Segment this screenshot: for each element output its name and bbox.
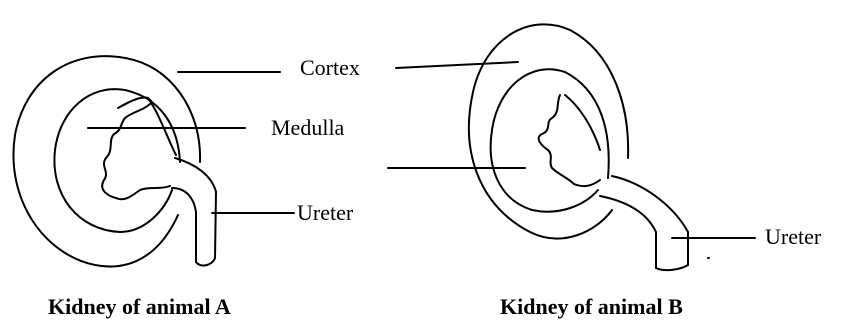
kidney-a-pelvis-squiggle: [102, 98, 170, 199]
ureter-label-b: Ureter: [765, 226, 821, 248]
kidney-a-ureter-tip: [196, 258, 215, 265]
kidney-b: [469, 24, 688, 270]
ureter-label-a: Ureter: [297, 202, 353, 224]
kidney-b-ureter-outer: [612, 176, 688, 265]
kidney-a-inner-medulla-boundary: [54, 89, 180, 232]
kidney-b-outer-cortex: [469, 24, 628, 238]
kidney-b-ureter-inner: [600, 196, 656, 268]
kidney-a: [13, 56, 216, 266]
kidney-b-inner-medulla-boundary: [491, 69, 609, 211]
kidney-a-ureter-lower: [172, 188, 196, 262]
kidney-b-ureter-tip: [656, 265, 688, 270]
kidney-b-pelvis-edge: [565, 95, 600, 150]
caption-kidney-b: Kidney of animal B: [500, 296, 683, 318]
cortex-label: Cortex: [300, 57, 360, 79]
cortex-leader-b: [396, 62, 518, 68]
kidney-b-pelvis-squiggle: [539, 95, 600, 186]
medulla-label: Medulla: [271, 117, 344, 139]
kidney-a-outer-cortex: [13, 56, 200, 266]
caption-kidney-a: Kidney of animal A: [48, 296, 231, 318]
